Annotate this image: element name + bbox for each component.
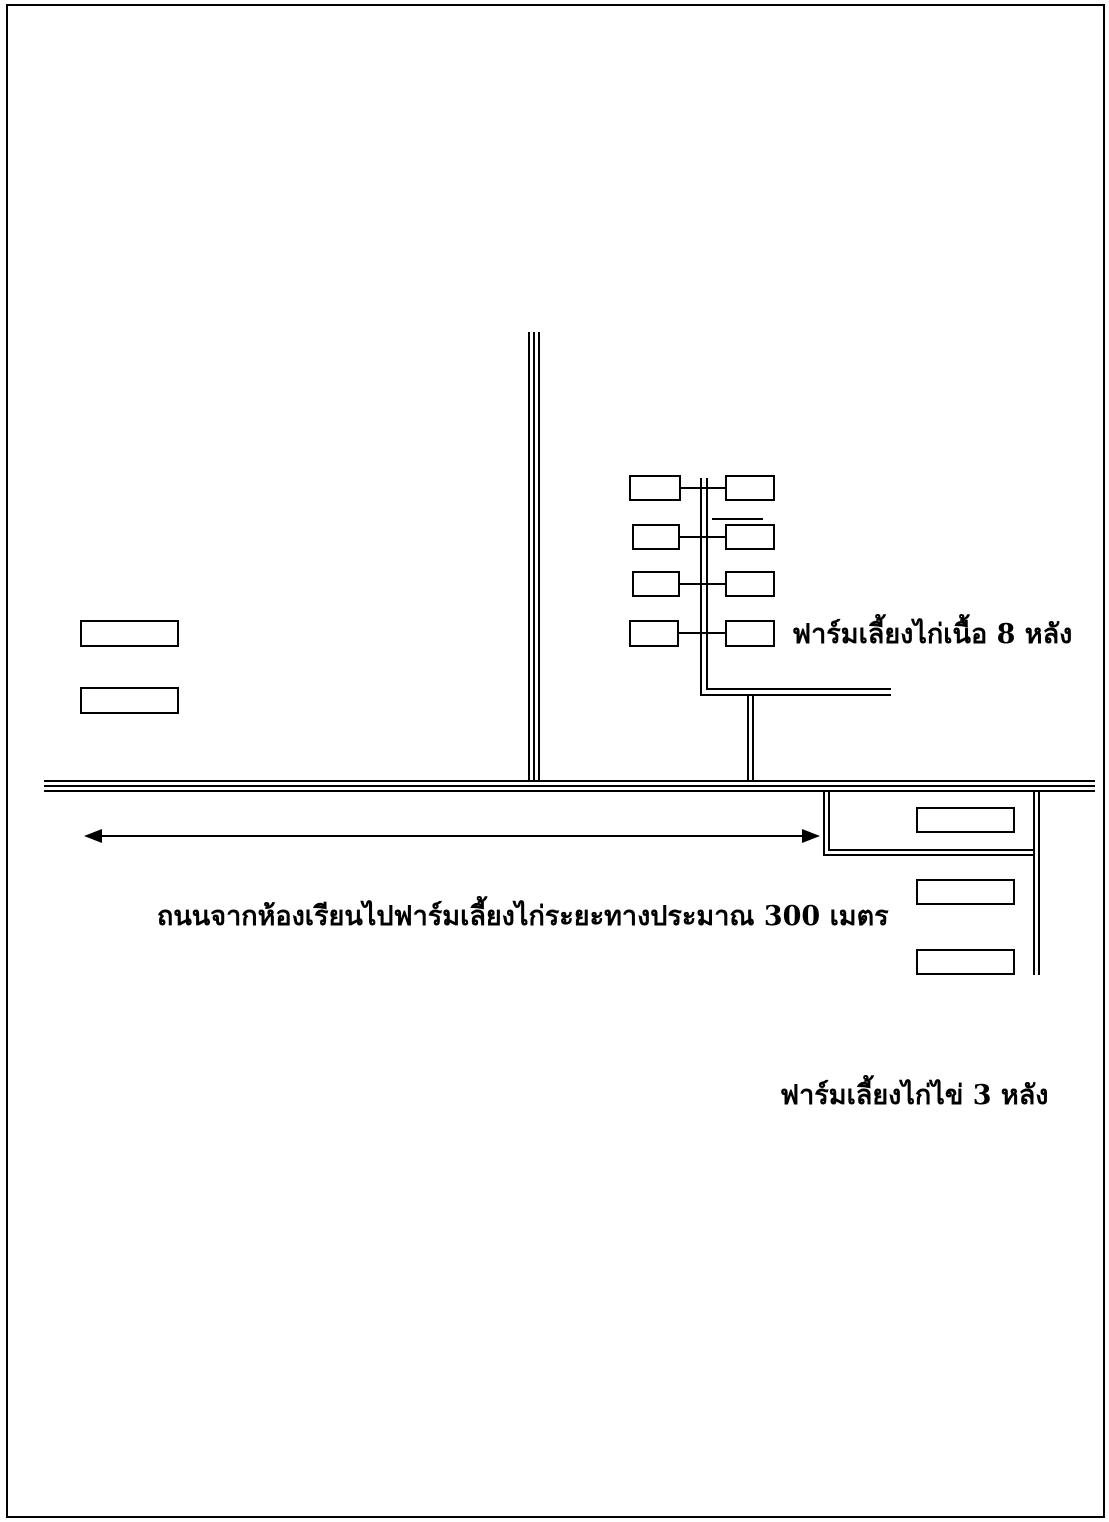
left-buildings <box>80 620 179 714</box>
broiler-house <box>632 571 680 597</box>
broiler-connectors <box>678 487 726 634</box>
broiler-houses <box>629 475 775 647</box>
broiler-house <box>629 620 679 647</box>
layer-house <box>916 807 1015 833</box>
broiler-house <box>725 620 775 647</box>
north-road <box>528 332 540 781</box>
layer-farm-label: ฟาร์มเลี้ยงไก่ไข่ 3 หลัง <box>780 1080 1049 1111</box>
road-distance-label: ถนนจากห้องเรียนไปฟาร์มเลี้ยงไก่ระยะทางปร… <box>157 901 889 932</box>
layer-houses <box>916 807 1015 975</box>
main-road <box>44 780 1095 792</box>
broiler-house <box>725 571 775 597</box>
layer-house <box>916 949 1015 975</box>
layer-access-road <box>823 791 1040 975</box>
broiler-access-road <box>700 478 891 781</box>
broiler-house <box>632 524 680 550</box>
page-frame <box>6 4 1105 1518</box>
building <box>80 620 179 647</box>
broiler-house <box>725 475 775 501</box>
broiler-house <box>725 524 775 550</box>
layer-house <box>916 879 1015 905</box>
building <box>80 687 179 714</box>
broiler-house <box>629 475 681 501</box>
distance-arrow <box>84 829 820 843</box>
broiler-farm-label: ฟาร์มเลี้ยงไก่เนื้อ 8 หลัง <box>792 619 1073 650</box>
